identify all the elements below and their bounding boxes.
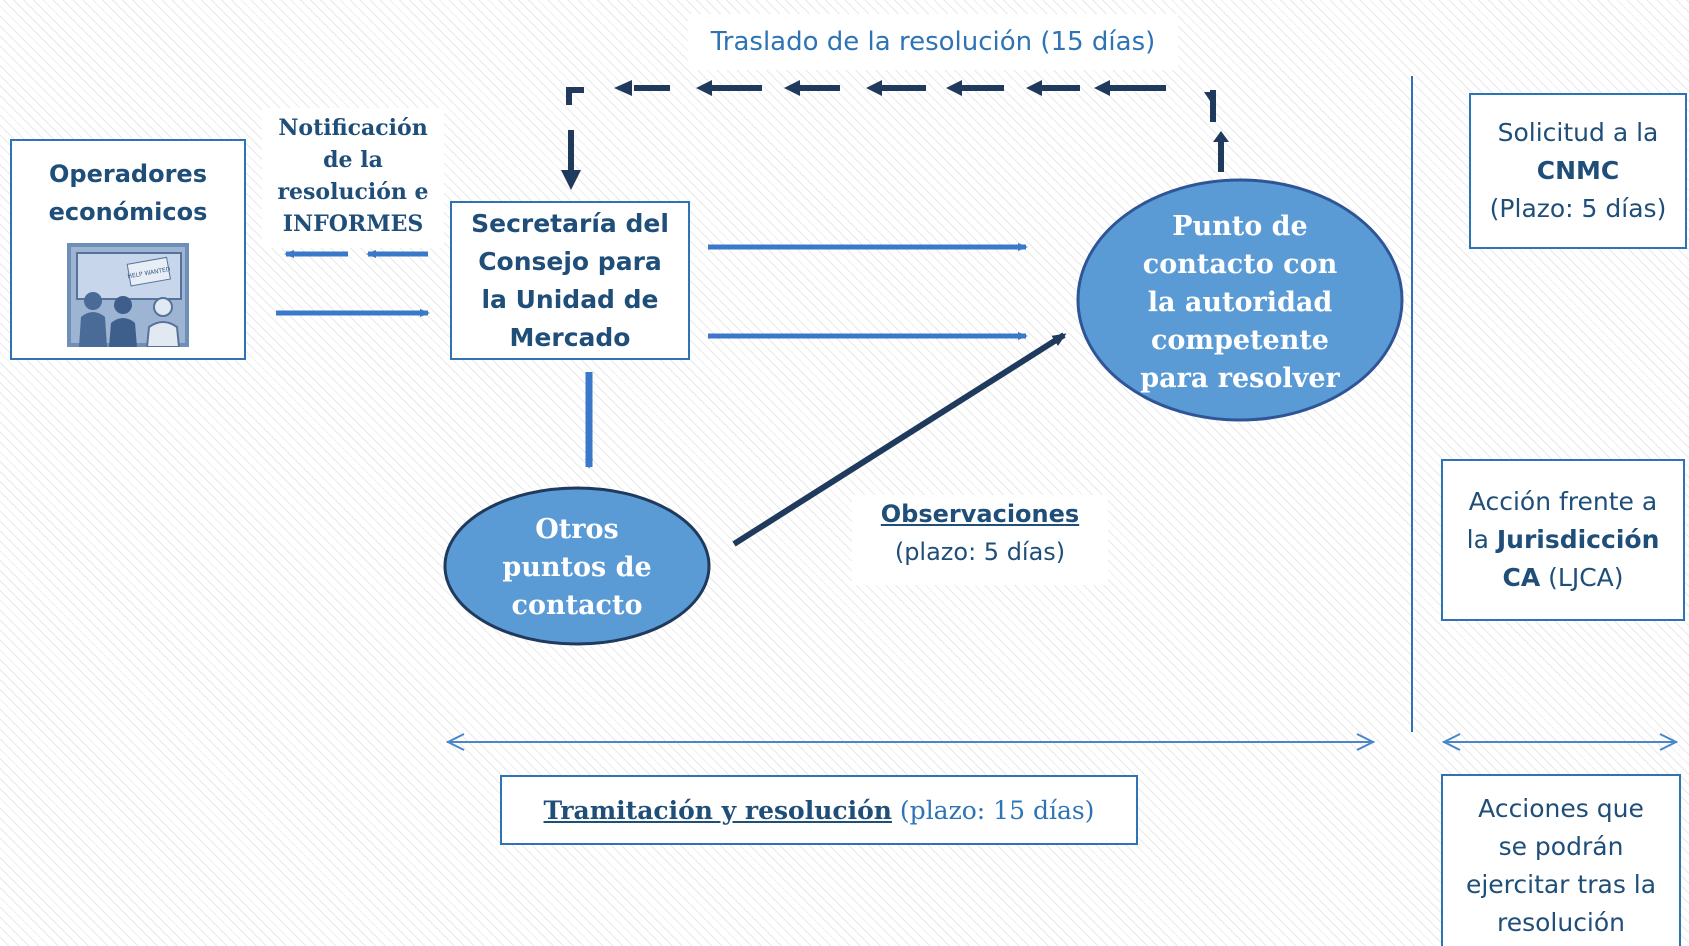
tramitacion-title: Tramitación y resolución — [543, 795, 892, 825]
operators-title-line2: económicos — [48, 198, 208, 226]
notification-line4: INFORMES — [282, 211, 424, 237]
punto-line5: para resolver — [1140, 363, 1340, 394]
punto-line3: la autoridad — [1148, 287, 1333, 318]
otros-line1: Otros — [535, 514, 618, 545]
punto-line2: contacto con — [1143, 249, 1338, 280]
secretaria-line4: Mercado — [509, 322, 631, 352]
secretaria-box: Secretaría del Consejo para la Unidad de… — [450, 201, 690, 360]
acciones-line4: resolución — [1496, 908, 1626, 937]
solicitud-cnmc-box: Solicitud a la CNMC (Plazo: 5 días) — [1469, 93, 1687, 249]
otros-line3: contacto — [512, 590, 643, 621]
top-transfer-label: Traslado de la resolución (15 días) — [688, 14, 1178, 70]
accion-ljca: (LJCA) — [1540, 563, 1624, 592]
accion-pre: la — [1466, 525, 1497, 554]
operators-box: Operadores económicos HELP WANTED — [10, 139, 246, 360]
punto-contacto-text: Punto de contacto con la autoridad compe… — [1140, 211, 1340, 394]
solicitud-line1: Solicitud a la — [1497, 118, 1659, 147]
acciones-post-box: Acciones que se podrán ejercitar tras la… — [1441, 774, 1681, 946]
accion-jurisdiccion: Jurisdicción — [1496, 525, 1660, 554]
accion-line1: Acción frente a — [1468, 487, 1658, 516]
observaciones-plazo: (plazo: 5 días) — [894, 538, 1066, 566]
acciones-line1: Acciones que — [1478, 794, 1644, 823]
operators-title-line1: Operadores — [49, 160, 207, 188]
accion-jurisdiccion-box: Acción frente a la Jurisdicción CA (LJCA… — [1441, 459, 1685, 621]
secretaria-line1: Secretaría del — [471, 208, 669, 238]
notification-label: Notificación de la resolución e INFORMES — [262, 108, 444, 248]
job-seekers-image: HELP WANTED — [67, 243, 189, 347]
tramitacion-plazo: (plazo: 15 días) — [891, 795, 1095, 825]
otros-line2: puntos de — [502, 552, 651, 583]
otros-puntos-ellipse — [443, 486, 711, 646]
acciones-line3: ejercitar tras la — [1465, 870, 1657, 899]
secretaria-line2: Consejo para — [478, 246, 662, 276]
punto-line4: competente — [1151, 325, 1329, 356]
punto-line1: Punto de — [1172, 211, 1308, 242]
transfer-dashed-arrow — [561, 80, 1229, 190]
otros-puntos-text: Otros puntos de contacto — [502, 514, 651, 621]
accion-ca: CA — [1502, 563, 1541, 592]
punto-contacto-ellipse — [1076, 178, 1404, 422]
secretaria-line3: la Unidad de — [481, 284, 659, 314]
observaciones-label: Observaciones (plazo: 5 días) — [852, 495, 1108, 585]
top-transfer-text: Traslado de la resolución (15 días) — [710, 27, 1156, 57]
notification-line1: Notificación — [278, 115, 428, 141]
observaciones-title: Observaciones — [880, 500, 1080, 528]
tramitacion-box: Tramitación y resolución (plazo: 15 días… — [500, 775, 1138, 845]
notification-line2: de la — [323, 147, 383, 173]
otros-to-punto-arrow — [732, 332, 1067, 547]
solicitud-plazo: (Plazo: 5 días) — [1489, 194, 1667, 223]
notification-line3: resolución e — [277, 179, 429, 205]
solicitud-cnmc: CNMC — [1536, 156, 1620, 185]
acciones-line2: se podrán — [1498, 832, 1624, 861]
